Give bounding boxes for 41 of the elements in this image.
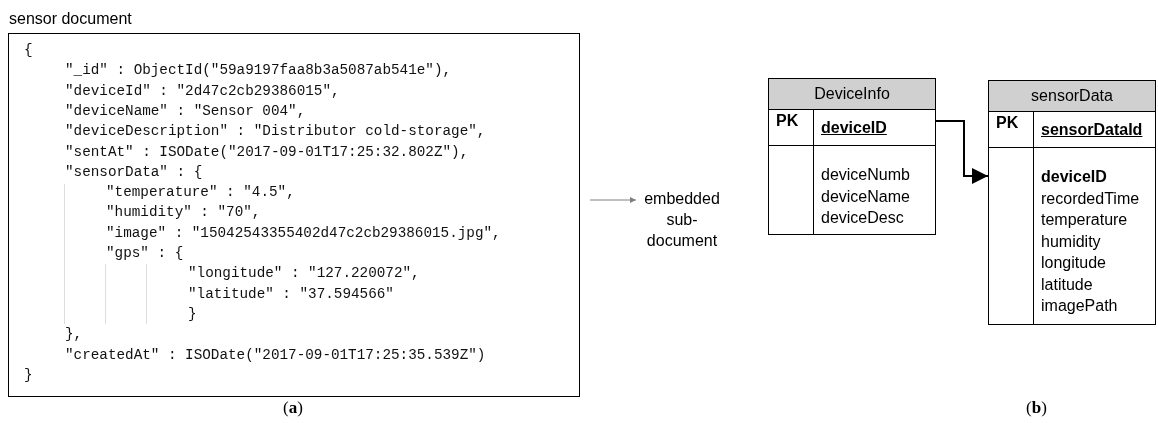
table-header: sensorData bbox=[989, 81, 1155, 112]
code-line: "latitude" : "37.594566" bbox=[188, 284, 394, 304]
primary-key-field: deviceID bbox=[821, 116, 887, 139]
code-line: { bbox=[24, 41, 33, 60]
primary-key-field: sensorDataId bbox=[1041, 118, 1143, 141]
entity-table bbox=[768, 78, 936, 235]
annotation-text: embedded sub-document bbox=[632, 188, 732, 251]
field-name: recordedTime bbox=[1041, 188, 1140, 209]
field-name: temperature bbox=[1041, 210, 1128, 230]
key-label: PK bbox=[776, 111, 799, 131]
key-label: PK bbox=[996, 113, 1019, 133]
box-heading: sensor document bbox=[9, 10, 132, 28]
code-line: } bbox=[188, 304, 197, 324]
field-name: longitude bbox=[1041, 253, 1106, 273]
arrow bbox=[935, 120, 989, 184]
field-name: humidity bbox=[1041, 231, 1101, 252]
code-line: }, bbox=[65, 325, 83, 345]
code-line: "gps" : { bbox=[106, 244, 184, 263]
code-line: "humidity" : "70", bbox=[106, 203, 261, 223]
code-line: "createdAt" : ISODate("2017-09-01T17:25:35.539Z") bbox=[65, 345, 486, 365]
panel-caption: (b) bbox=[1026, 398, 1047, 418]
field-name: deviceNumb bbox=[821, 165, 910, 185]
code-line: "sentAt" : ISODate("2017-09-01T17:25:32.802Z"), bbox=[65, 142, 469, 162]
code-line: "_id" : ObjectId("59a9197faa8b3a5087ab541e"), bbox=[65, 61, 452, 81]
code-line: "deviceId" : "2d47c2cb29386015", bbox=[65, 81, 340, 101]
table-header: DeviceInfo bbox=[769, 79, 935, 110]
field-name: deviceDesc bbox=[821, 208, 904, 228]
entity-table bbox=[988, 80, 1156, 325]
code-line: "temperature" : "4.5", bbox=[106, 183, 295, 203]
field-name: deviceID bbox=[1041, 167, 1107, 187]
code-line: "deviceDescription" : "Distributor cold-storage", bbox=[65, 122, 486, 142]
field-name: deviceName bbox=[821, 186, 910, 207]
arrow bbox=[589, 197, 637, 203]
code-line: "deviceName" : "Sensor 004", bbox=[65, 101, 306, 121]
code-line: "longitude" : "127.220072", bbox=[188, 264, 420, 284]
code-line: } bbox=[24, 365, 33, 385]
code-line: "image" : "15042543355402d47c2cb29386015.jpg", bbox=[106, 223, 501, 243]
panel-caption: (a) bbox=[283, 398, 303, 418]
field-name: latitude bbox=[1041, 274, 1093, 295]
code-line: "sensorData" : { bbox=[65, 162, 203, 182]
field-name: imagePath bbox=[1041, 296, 1118, 316]
